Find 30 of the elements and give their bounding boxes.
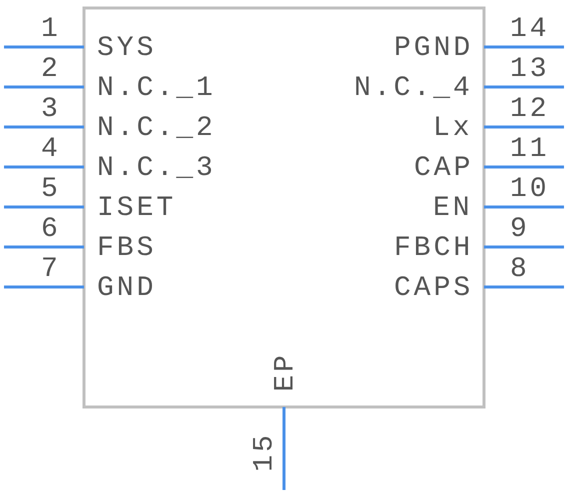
pin-number: 12 — [510, 96, 550, 124]
pin-number: 6 — [41, 216, 61, 244]
pin-number: 2 — [41, 56, 61, 84]
pin-name: GND — [97, 275, 156, 303]
pin-name: ISET — [97, 195, 176, 223]
pin-number: 4 — [41, 136, 61, 164]
pin-number: 8 — [510, 256, 530, 284]
pin-name: FBS — [97, 235, 156, 263]
pin-name: EP — [272, 352, 300, 392]
pin-name: CAP — [414, 155, 474, 183]
pin-number: 7 — [41, 256, 61, 284]
pin-number: 5 — [41, 176, 61, 204]
pin-name: N.C._1 — [97, 75, 216, 103]
pin-number: 15 — [251, 432, 280, 472]
pin-name: EN — [433, 195, 473, 223]
pin-number: 14 — [510, 16, 550, 44]
pin-number: 3 — [41, 96, 61, 124]
pin-name: N.C._4 — [354, 75, 473, 103]
pin-name: CAPS — [394, 275, 474, 303]
pin-number: 10 — [510, 176, 550, 204]
pin-number: 1 — [41, 16, 61, 44]
pin-name: Lx — [433, 115, 473, 143]
pin-name: N.C._3 — [97, 155, 216, 183]
pin-number: 11 — [510, 136, 550, 164]
pin-name: N.C._2 — [97, 115, 216, 143]
pin-name: PGND — [394, 35, 474, 63]
pin-number: 9 — [510, 216, 530, 244]
pin-name: FBCH — [394, 235, 474, 263]
pin-name: SYS — [97, 35, 156, 63]
pin-number: 13 — [510, 56, 550, 84]
